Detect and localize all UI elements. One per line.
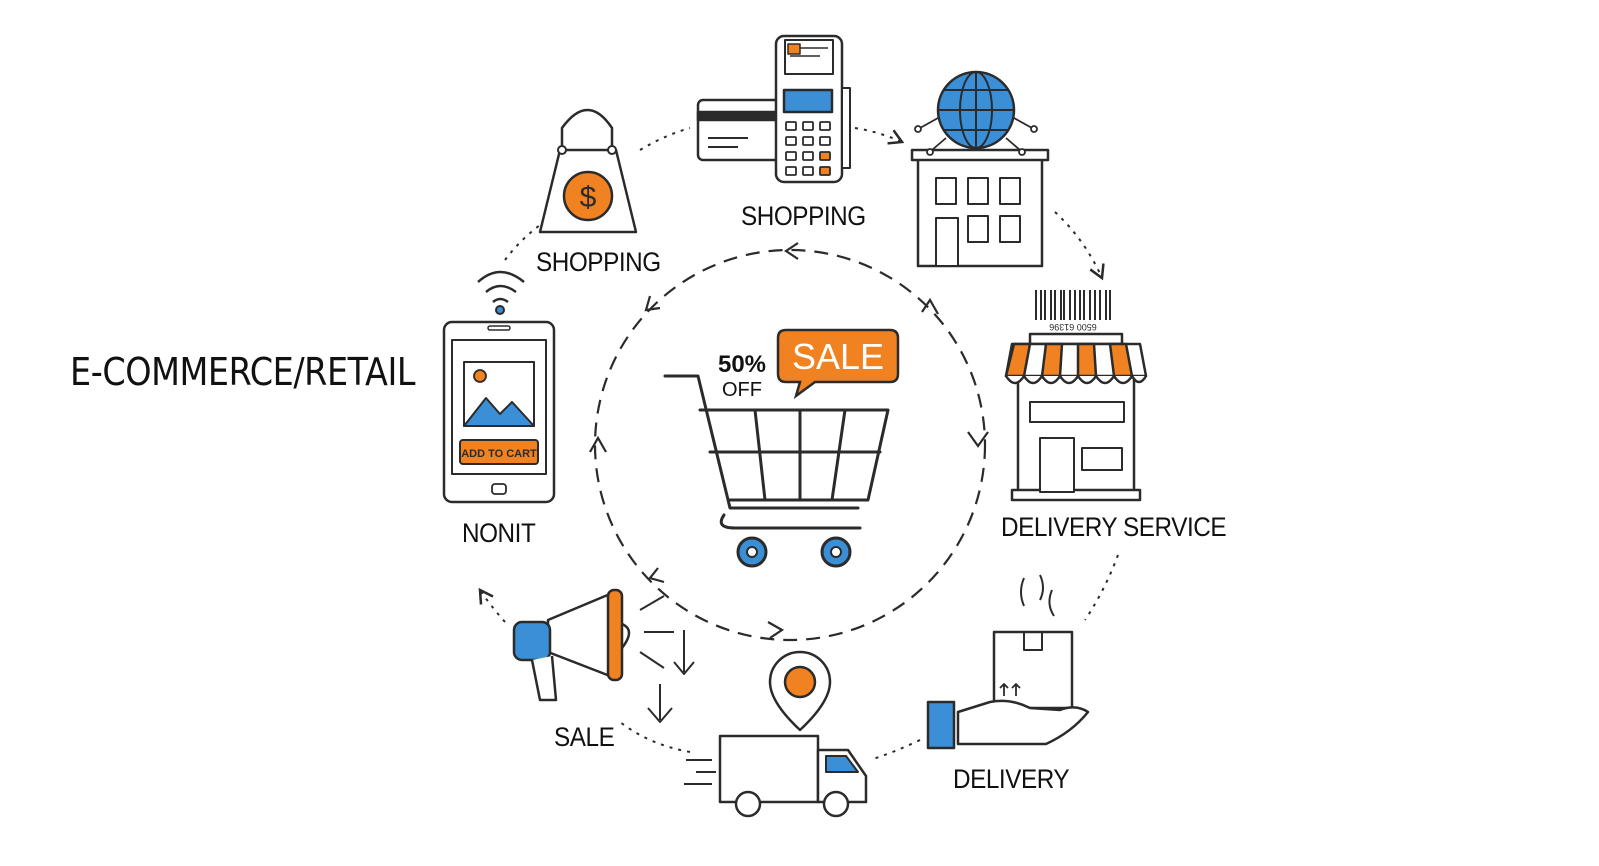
arrowhead-top-right xyxy=(921,297,939,315)
add-to-cart-text: ADD TO CART xyxy=(461,448,537,460)
inner-dashed-cycle xyxy=(593,248,987,642)
connector-globe-to-store xyxy=(1054,211,1105,281)
connector-mobile-to-bag xyxy=(504,224,541,261)
megaphone-icon xyxy=(512,588,695,723)
discount-off: OFF xyxy=(722,379,762,401)
arrowhead-right xyxy=(967,431,989,448)
hand-holding-package-icon xyxy=(926,574,1090,750)
shopping-bag-dollar-icon: $ xyxy=(538,108,638,234)
storefront-barcode-icon: 6500 61396 xyxy=(1004,290,1148,502)
card-payment-terminal-icon xyxy=(696,34,851,184)
label-delivery-service: DELIVERY SERVICE xyxy=(1001,512,1227,542)
connector-sale-to-mobile xyxy=(478,587,506,623)
arrowhead-bottom xyxy=(767,621,785,639)
connector-delivery-to-truck xyxy=(869,739,921,761)
label-sale: SALE xyxy=(554,722,615,752)
barcode: 6500 61396 xyxy=(1035,290,1111,332)
connector-truck-to-sale xyxy=(619,721,691,753)
smartphone-wifi-icon xyxy=(442,270,556,504)
outer-cycle-connectors xyxy=(478,127,1119,761)
sale-badge-text: SALE xyxy=(792,336,884,377)
inner-dashed-circle xyxy=(593,248,987,642)
globe-office-building-icon xyxy=(910,70,1050,268)
label-mobile: NONIT xyxy=(462,518,536,548)
delivery-truck-location-pin-icon xyxy=(684,650,868,818)
connector-pos-to-globe xyxy=(854,127,905,145)
sale-speech-badge: SALE xyxy=(776,328,900,400)
inner-cycle-arrowheads xyxy=(589,242,989,639)
label-shopping-bag: SHOPPING xyxy=(536,247,661,277)
arrowhead-top-left xyxy=(644,295,661,312)
label-delivery: DELIVERY xyxy=(953,764,1070,794)
discount-percent: 50% xyxy=(718,351,766,378)
barcode-number: 6500 61396 xyxy=(1049,322,1097,332)
page-title: E-COMMERCE/RETAIL xyxy=(70,350,416,394)
arrowhead-bottom-left xyxy=(648,567,665,584)
label-shopping-pos: SHOPPING xyxy=(741,201,866,231)
connector-store-to-delivery xyxy=(1084,554,1119,621)
cart-wheels xyxy=(736,536,852,568)
arrowhead-left xyxy=(589,435,607,453)
arrowhead-top xyxy=(784,242,799,260)
svg-text:$: $ xyxy=(580,181,597,214)
connector-bag-to-pos xyxy=(639,127,691,151)
shopping-cart-icon xyxy=(663,374,890,530)
